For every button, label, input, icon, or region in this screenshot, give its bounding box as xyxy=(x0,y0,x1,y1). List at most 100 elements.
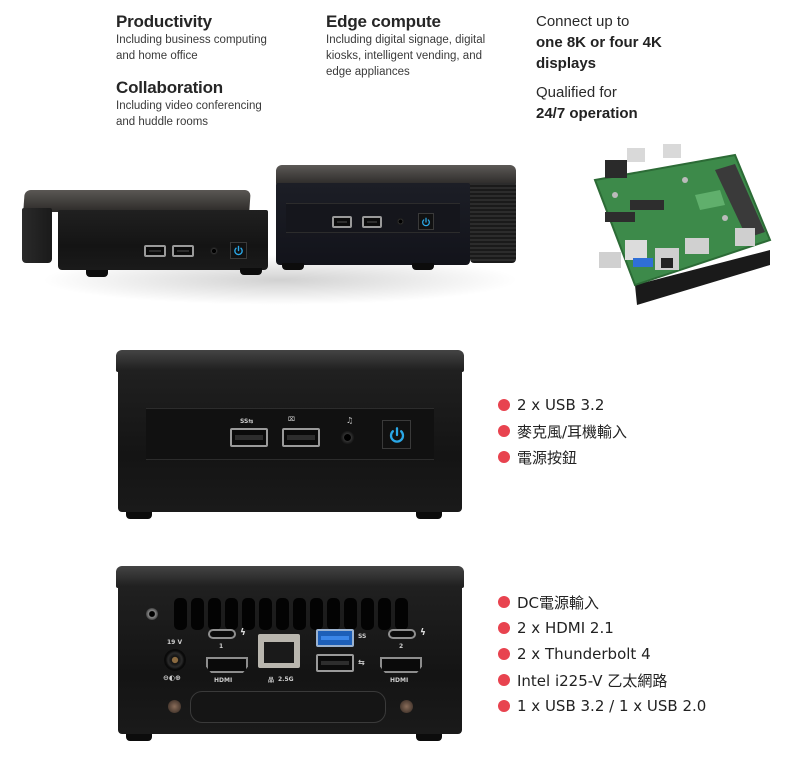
red-dot-icon xyxy=(498,622,510,634)
feature-desc: kiosks, intelligent vending, and xyxy=(326,50,482,62)
vent-slot xyxy=(361,598,374,630)
thunderbolt-icon: ϟ xyxy=(420,628,426,638)
usb-ss-logo-icon: SS xyxy=(358,633,367,640)
power-icon xyxy=(234,245,243,256)
hdmi-port-2 xyxy=(380,657,422,673)
feature-desc: Including video conferencing xyxy=(116,100,262,112)
list-item: DC電源輸入 xyxy=(498,589,706,615)
vent-slot xyxy=(310,598,323,630)
tb-port-number: 2 xyxy=(399,643,404,650)
usb-port xyxy=(144,245,166,257)
callout-operation: Qualified for 24/7 operation xyxy=(536,82,638,124)
vent-slot xyxy=(293,598,306,630)
power-icon xyxy=(422,217,430,226)
motherboard-image xyxy=(585,140,775,305)
feature-title: Productivity xyxy=(116,12,212,31)
audio-jack xyxy=(397,218,404,225)
red-dot-icon xyxy=(498,648,510,660)
nuc-front xyxy=(276,183,470,265)
nuc-lid xyxy=(276,165,516,185)
vent-slot xyxy=(395,598,408,630)
feature-desc: Including digital signage, digital xyxy=(326,34,486,46)
list-item: Intel i225-V 乙太網路 xyxy=(498,667,706,693)
callout-light-text: Qualified for xyxy=(536,84,617,101)
red-dot-icon xyxy=(498,596,510,608)
feature-desc: and huddle rooms xyxy=(116,116,209,128)
nuc-foot xyxy=(412,263,434,270)
screw xyxy=(400,700,413,713)
nuc-foot xyxy=(416,734,442,741)
dc-power-jack xyxy=(164,649,186,671)
hdmi-label: HDMI xyxy=(214,677,233,684)
callout-displays: Connect up to one 8K or four 4K displays xyxy=(536,11,662,74)
nuc-foot xyxy=(240,268,262,275)
thunderbolt-port-1 xyxy=(208,629,236,639)
feature-collaboration: Collaboration Including video conferenci… xyxy=(116,78,262,130)
feature-productivity: Productivity Including business computin… xyxy=(116,12,267,64)
list-item: 電源按鈕 xyxy=(498,444,627,470)
callout-bold-text: 24/7 operation xyxy=(536,105,638,122)
usb-3-2-port xyxy=(316,629,354,647)
motherboard-illustration xyxy=(593,144,772,305)
vent-slot xyxy=(174,598,187,630)
feature-desc: edge appliances xyxy=(326,66,410,78)
usb-port xyxy=(172,245,194,257)
hdmi-port-1 xyxy=(206,657,248,673)
network-icon: 品 xyxy=(268,677,275,684)
usb-port-front-2 xyxy=(282,428,320,447)
audio-jack xyxy=(210,247,218,255)
vent-slot xyxy=(327,598,340,630)
lan-speed-label: 2.5G xyxy=(278,676,294,683)
red-dot-icon xyxy=(498,399,510,411)
power-button xyxy=(382,420,411,449)
list-item: 2 x USB 3.2 xyxy=(498,392,627,418)
vent-slot xyxy=(242,598,255,630)
callout-bold-text: one 8K or four 4K xyxy=(536,34,662,51)
nuc-foot xyxy=(416,512,442,519)
usb-logo-icon: ⇆ xyxy=(358,658,365,667)
usb-port xyxy=(362,216,382,228)
hdmi-label: HDMI xyxy=(390,677,409,684)
nuc-side xyxy=(22,208,52,263)
red-dot-icon xyxy=(498,700,510,712)
nuc-lid xyxy=(116,350,464,372)
feature-desc: Including business computing xyxy=(116,34,267,46)
feature-title: Edge compute xyxy=(326,12,441,31)
nuc-tall-image xyxy=(272,165,518,270)
nuc-side-vents xyxy=(470,183,516,263)
vent-slot xyxy=(208,598,221,630)
usb-charging-logo-icon: ⌧ xyxy=(288,416,295,423)
list-item: 2 x HDMI 2.1 xyxy=(498,615,706,641)
dc-voltage-label: 19 V xyxy=(167,639,183,646)
screw xyxy=(168,700,181,713)
vent-slot xyxy=(191,598,204,630)
io-cover-plate xyxy=(190,691,386,723)
nuc-lid xyxy=(116,566,464,588)
vent-slot xyxy=(276,598,289,630)
nuc-front xyxy=(58,210,268,270)
list-item: 麥克風/耳機輸入 xyxy=(498,418,627,444)
callout-bold-text: displays xyxy=(536,55,597,72)
red-dot-icon xyxy=(498,674,510,686)
callout-light-text: Connect up to xyxy=(536,13,630,30)
nuc-front-view-image: SS⇆ ⌧ ♫ xyxy=(116,350,464,522)
power-icon xyxy=(389,426,404,443)
vent-slot xyxy=(225,598,238,630)
nuc-foot xyxy=(86,270,108,277)
vent-slot xyxy=(378,598,391,630)
front-feature-list: 2 x USB 3.2 麥克風/耳機輸入 電源按鈕 xyxy=(498,392,627,470)
nuc-rear-view-image: 19 V ⊖◐⊕ ϟ 1 HDMI 品 2.5G SS ⇆ ϟ 2 HDMI xyxy=(116,566,464,744)
power-button xyxy=(418,213,434,230)
thunderbolt-icon: ϟ xyxy=(240,628,246,638)
nuc-front: SS⇆ ⌧ ♫ xyxy=(118,370,462,512)
nuc-rear: 19 V ⊖◐⊕ ϟ 1 HDMI 品 2.5G SS ⇆ ϟ 2 HDMI xyxy=(118,586,462,734)
nuc-lid xyxy=(23,190,251,212)
red-dot-icon xyxy=(498,451,510,463)
feature-edge-compute: Edge compute Including digital signage, … xyxy=(326,12,485,80)
headphone-icon: ♫ xyxy=(346,416,354,425)
tb-port-number: 1 xyxy=(219,643,224,650)
feature-title: Collaboration xyxy=(116,78,223,97)
usb-port xyxy=(332,216,352,228)
rear-feature-list: DC電源輸入 2 x HDMI 2.1 2 x Thunderbolt 4 In… xyxy=(498,589,706,719)
feature-desc: and home office xyxy=(116,50,198,62)
